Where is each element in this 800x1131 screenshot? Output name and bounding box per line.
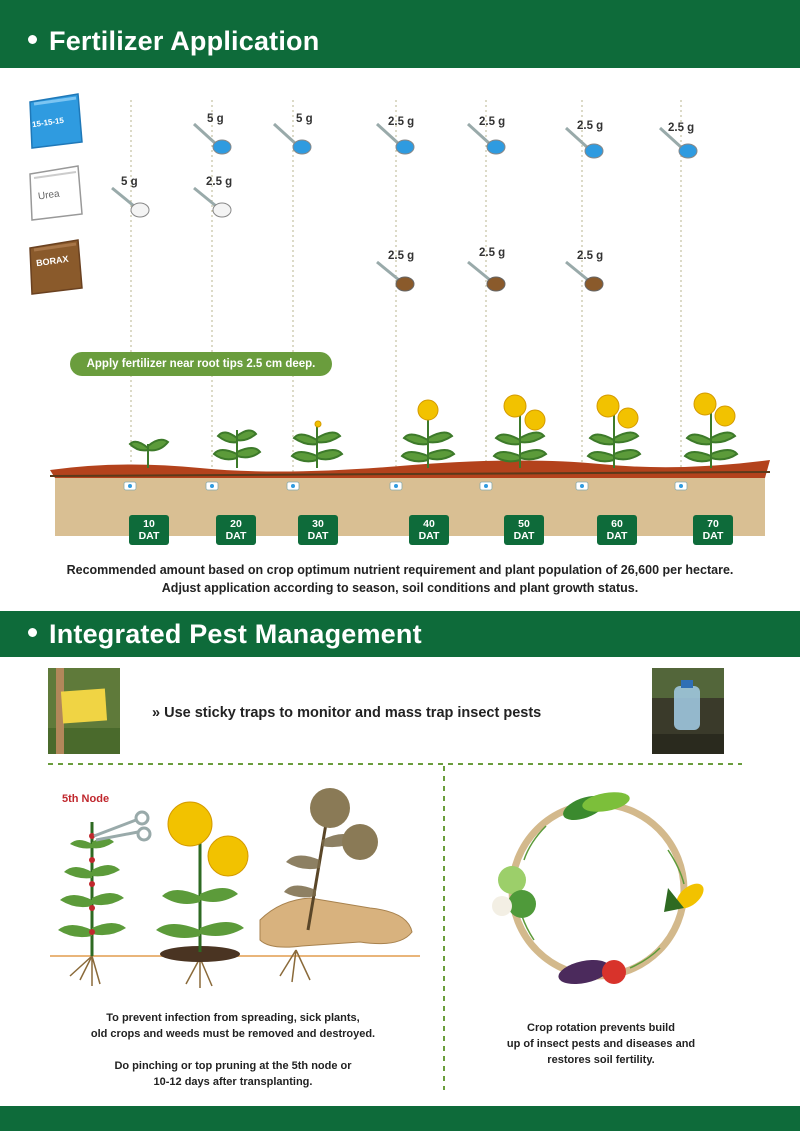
dose-urea-10: 5 g bbox=[121, 176, 138, 188]
dose-npk-70: 2.5 g bbox=[668, 122, 695, 134]
recommendation-line-1: Recommended amount based on crop optimum… bbox=[66, 563, 734, 577]
fertilizer-note: Apply fertilizer near root tips 2.5 cm d… bbox=[70, 352, 332, 376]
sticky-trap-text: » Use sticky traps to monitor and mass t… bbox=[152, 705, 542, 721]
fertilizer-header: Fertilizer Application bbox=[0, 0, 800, 68]
removal-line-1: To prevent infection from spreading, sic… bbox=[106, 1012, 360, 1024]
pinching-line-2: 10-12 days after transplanting. bbox=[153, 1076, 313, 1088]
rotation-line-2: up of insect pests and diseases and bbox=[506, 1038, 696, 1050]
pruning-illustration bbox=[50, 788, 420, 988]
soil-plants-illustration bbox=[49, 392, 771, 536]
spoon-npk-icon bbox=[658, 126, 698, 159]
fertilizer-bag-icon bbox=[29, 93, 83, 149]
spoon-npk-icon bbox=[564, 126, 604, 159]
rotation-text: Crop rotation prevents build up of insec… bbox=[466, 1020, 736, 1068]
dose-borax-60: 2.5 g bbox=[577, 250, 604, 262]
spoon-borax-icon bbox=[376, 260, 415, 292]
ipm-header: Integrated Pest Management bbox=[0, 611, 800, 657]
bag-urea: Urea bbox=[24, 162, 86, 224]
fertilizer-bag-icon bbox=[29, 165, 83, 221]
recommendation-line-2: Adjust application according to season, … bbox=[161, 581, 639, 595]
spoon-urea-icon bbox=[111, 186, 150, 218]
pinching-text: Do pinching or top pruning at the 5th no… bbox=[48, 1058, 418, 1090]
dose-npk-20: 5 g bbox=[207, 113, 224, 125]
dose-npk-40: 2.5 g bbox=[388, 116, 415, 128]
dose-npk-30: 5 g bbox=[296, 113, 313, 125]
dose-npk-50: 2.5 g bbox=[479, 116, 506, 128]
bag-npk: 15-15-15 bbox=[24, 90, 86, 152]
fifth-node-label: 5th Node bbox=[62, 793, 110, 805]
spoon-npk-icon bbox=[466, 122, 506, 155]
spoon-borax-icon bbox=[565, 260, 604, 292]
fertilizer-bag-icon bbox=[29, 239, 83, 295]
recommendation-text: Recommended amount based on crop optimum… bbox=[30, 561, 770, 597]
spoon-npk-icon bbox=[375, 122, 415, 155]
footer-band bbox=[0, 1106, 800, 1131]
sticky-trap-photo-right bbox=[652, 668, 724, 754]
dose-borax-40: 2.5 g bbox=[388, 250, 415, 262]
sticky-trap-photo-left bbox=[48, 668, 120, 754]
dose-urea-20: 2.5 g bbox=[206, 176, 233, 188]
ipm-dividers bbox=[48, 763, 742, 1090]
spoon-npk-icon bbox=[192, 122, 232, 155]
spoon-borax-icon bbox=[467, 260, 506, 292]
bullet-icon bbox=[28, 628, 37, 638]
ipm-title: Integrated Pest Management bbox=[28, 619, 422, 650]
spoon-npk-icon bbox=[272, 122, 312, 155]
bag-borax: BORAX bbox=[24, 236, 86, 298]
bullet-icon bbox=[28, 35, 37, 45]
dose-npk-60: 2.5 g bbox=[577, 120, 604, 132]
removal-text: To prevent infection from spreading, sic… bbox=[48, 1010, 418, 1042]
rotation-line-1: Crop rotation prevents build bbox=[527, 1022, 675, 1034]
removal-line-2: old crops and weeds must be removed and … bbox=[90, 1028, 376, 1040]
pinching-line-1: Do pinching or top pruning at the 5th no… bbox=[114, 1060, 352, 1072]
rotation-line-3: restores soil fertility. bbox=[547, 1054, 655, 1066]
dose-borax-50: 2.5 g bbox=[479, 247, 506, 259]
crop-rotation-illustration bbox=[492, 792, 704, 985]
spoon-urea-icon bbox=[193, 186, 232, 218]
fertilizer-title: Fertilizer Application bbox=[28, 26, 319, 57]
